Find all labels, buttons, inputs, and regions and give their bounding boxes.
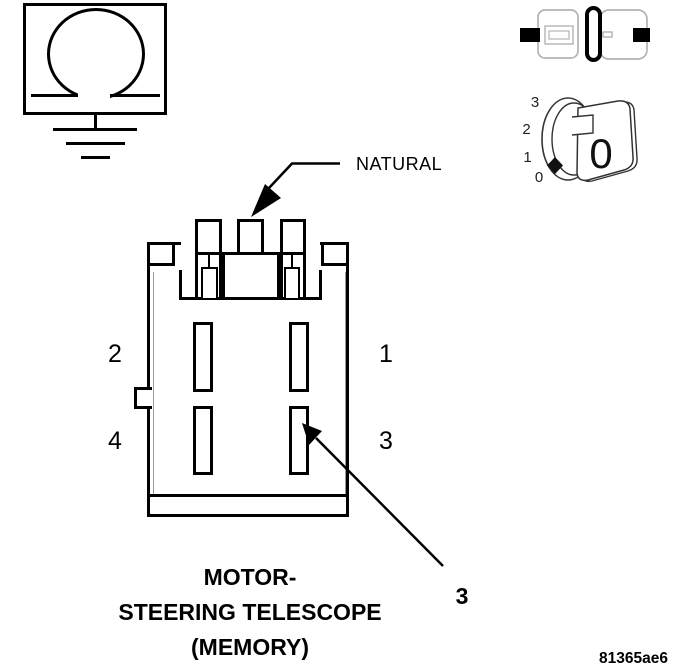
pin-slot-1 (289, 322, 309, 392)
dial-position-0: 0 (535, 169, 543, 186)
right-shoulder (321, 242, 349, 266)
left-shoulder (147, 242, 175, 266)
pin3-callout-label: 3 (455, 583, 469, 609)
terminal-lock-right (284, 267, 300, 300)
dial-position-3: 3 (531, 94, 539, 111)
ground-stem (94, 113, 97, 130)
caption-line-1: MOTOR- (203, 564, 297, 590)
female-connector-slot (602, 31, 613, 38)
inner-wall-left (153, 272, 154, 494)
pin-label-2: 2 (108, 340, 122, 368)
omega-bottom-gap (78, 92, 110, 106)
omega-right-foot (110, 94, 160, 97)
recess-wall-left (179, 270, 182, 300)
wire-color-label: NATURAL (356, 154, 443, 174)
inner-wall-right (345, 272, 346, 494)
connector-pair-icon (520, 6, 650, 62)
omega-left-foot (31, 94, 78, 97)
terminal-lock-left (201, 267, 218, 300)
connector-seal-oval (585, 6, 602, 62)
caption-line-3: (MEMORY) (191, 634, 309, 660)
lock-stem-left (208, 255, 210, 268)
pin-slot-2 (193, 322, 213, 392)
index-tab-middle (237, 219, 264, 255)
lock-stem-right (291, 255, 293, 268)
center-cavity (222, 252, 280, 300)
recess-wall-right (319, 270, 322, 300)
caption-line-2: STEERING TELESCOPE (118, 599, 382, 625)
pin-label-1: 1 (379, 340, 393, 368)
ground-bar-1 (53, 128, 137, 131)
pin-slot-3 (289, 406, 309, 475)
motor-omega-circle (47, 8, 145, 100)
pin-slot-4 (193, 406, 213, 475)
pin-label-3: 3 (379, 427, 393, 455)
connector-base-bar (147, 494, 349, 517)
left-wire-stub (520, 28, 540, 42)
natural-leader-line (268, 162, 340, 189)
natural-arrowhead-icon (251, 184, 281, 217)
figure-caption: MOTOR- STEERING TELESCOPE (MEMORY) (95, 560, 405, 665)
ground-bar-3 (81, 156, 110, 159)
ground-bar-2 (66, 142, 125, 145)
figure-code: 81365ae6 (599, 650, 668, 667)
pin-label-4: 4 (108, 427, 122, 455)
right-wire-stub (633, 28, 650, 42)
dial-position-2: 2 (522, 121, 530, 138)
male-connector-key-inner (548, 30, 570, 40)
keyway-notch (571, 114, 594, 136)
switch-position-dial-icon: 0 3 2 1 0 (522, 94, 638, 186)
dial-position-marker-diamond (547, 157, 563, 174)
key-position-label: 0 (589, 130, 612, 177)
dial-position-1: 1 (523, 149, 531, 166)
side-notch (134, 387, 152, 409)
